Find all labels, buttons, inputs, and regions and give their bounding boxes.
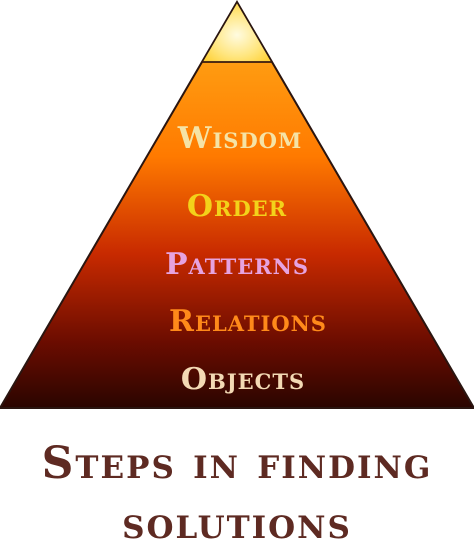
level-label-relations: Relations: [169, 304, 327, 339]
pyramid-apex: [200, 0, 274, 63]
level-label-objects: Objects: [181, 362, 305, 397]
level-label-order: Order: [187, 189, 287, 224]
pyramid-body: [0, 0, 474, 409]
caption-line-1: Steps in finding: [42, 438, 433, 489]
level-label-wisdom: Wisdom: [177, 121, 302, 156]
caption-line-2: solutions: [122, 498, 352, 549]
level-label-patterns: Patterns: [165, 247, 309, 282]
